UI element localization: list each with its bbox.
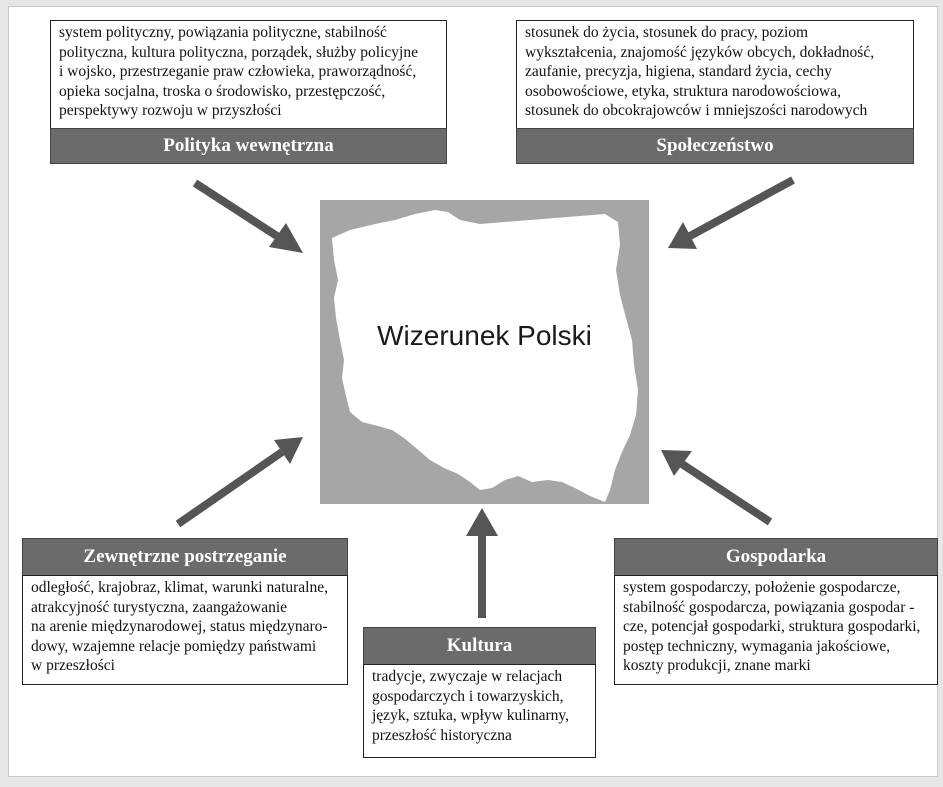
center-title: Wizerunek Polski [377, 320, 592, 351]
poland-outline [332, 210, 638, 502]
arrow-gospodarka [661, 450, 773, 526]
kultura-text-box: tradycje, zwyczaje w relacjach gospodarc… [363, 664, 596, 758]
spoleczenstwo-header: Społeczeństwo [516, 128, 914, 164]
zewnetrzne-text-box: odległość, krajobraz, klimat, warunki na… [22, 575, 348, 685]
arrow-polityka [192, 179, 303, 253]
map-square [320, 200, 649, 504]
zewnetrzne-header: Zewnętrzne postrzeganie [22, 538, 348, 576]
polityka-header: Polityka wewnętrzna [50, 128, 447, 164]
gospodarka-header: Gospodarka [614, 538, 938, 576]
arrow-kultura [466, 508, 498, 618]
poland-map [332, 210, 638, 502]
arrow-zewnetrzne [175, 437, 303, 528]
spoleczenstwo-text-box: stosunek do życia, stosunek do pracy, po… [516, 20, 914, 130]
gospodarka-text-box: system gospodarczy, położenie gospodarcz… [614, 575, 938, 685]
polityka-text-box: system polityczny, powiązania polityczne… [50, 20, 447, 130]
arrow-spoleczenstwo [668, 176, 795, 249]
